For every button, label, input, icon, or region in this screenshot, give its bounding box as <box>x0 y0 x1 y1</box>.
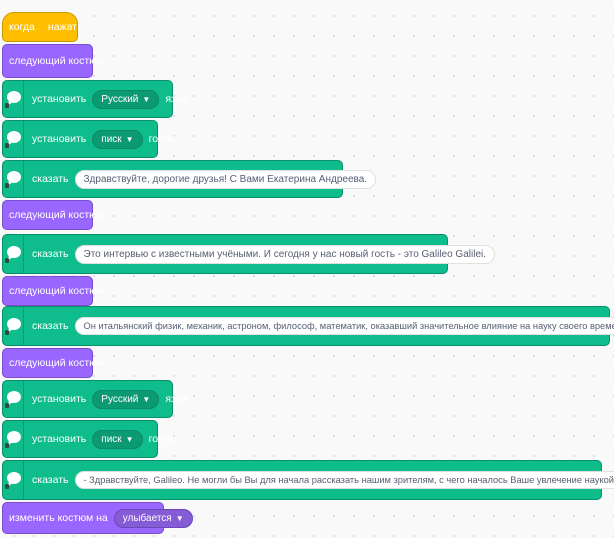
language-dropdown[interactable]: Русский▼ <box>92 89 160 109</box>
green-flag-icon <box>40 26 42 28</box>
speak-block[interactable]: сказать - Здравствуйте, Galileo. Не могл… <box>2 460 614 500</box>
next-costume-block[interactable]: следующий костюм <box>2 200 104 230</box>
next-costume-block[interactable]: следующий костюм <box>2 44 104 78</box>
switch-costume-label: изменить костюм на <box>9 511 108 524</box>
text-to-speech-icon <box>3 381 24 417</box>
speak-verb-label: сказать <box>32 172 69 185</box>
next-costume-label: следующий костюм <box>9 284 105 297</box>
set-language-block[interactable]: установить Русский▼ язык <box>2 80 188 118</box>
speak-block[interactable]: сказать Это интервью с известными учёным… <box>2 234 495 274</box>
language-suffix-label: язык <box>165 92 188 105</box>
voice-dropdown[interactable]: писк▼ <box>92 129 143 149</box>
set-language-block[interactable]: установить Русский▼ язык <box>2 380 188 418</box>
chevron-down-icon: ▼ <box>142 394 151 404</box>
set-voice-block[interactable]: установить писк▼ голос <box>2 420 175 458</box>
voice-value: писк <box>101 433 122 445</box>
speak-verb-label: сказать <box>32 319 69 332</box>
when-label: когда <box>9 20 35 33</box>
voice-suffix-label: голос <box>148 132 176 145</box>
chevron-down-icon: ▼ <box>175 513 184 523</box>
voice-suffix-label: голос <box>148 432 176 445</box>
chevron-down-icon: ▼ <box>125 434 134 444</box>
speak-text-input[interactable]: Это интервью с известными учёными. И сег… <box>74 244 495 264</box>
when-flag-clicked-block[interactable]: когда нажат <box>2 12 78 42</box>
set-voice-block[interactable]: установить писк▼ голос <box>2 120 175 158</box>
chevron-down-icon: ▼ <box>125 134 134 144</box>
language-value: Русский <box>101 393 139 405</box>
next-costume-block[interactable]: следующий костюм <box>2 276 104 306</box>
voice-dropdown[interactable]: писк▼ <box>92 429 143 449</box>
text-to-speech-icon <box>3 421 24 457</box>
text-to-speech-icon <box>3 81 24 117</box>
switch-costume-block[interactable]: изменить костюм на улыбается▼ <box>2 502 193 534</box>
next-costume-block[interactable]: следующий костюм <box>2 348 104 378</box>
next-costume-label: следующий костюм <box>9 356 105 369</box>
clicked-label: нажат <box>47 20 77 33</box>
language-suffix-label: язык <box>165 392 188 405</box>
costume-dropdown[interactable]: улыбается▼ <box>113 508 193 528</box>
speak-verb-label: сказать <box>32 473 69 486</box>
speak-verb-label: сказать <box>32 247 69 260</box>
set-verb-label: установить <box>32 92 87 105</box>
text-to-speech-icon <box>3 461 24 499</box>
speak-text-input[interactable]: Он итальянский физик, механик, астроном,… <box>74 317 614 335</box>
next-costume-label: следующий костюм <box>9 54 105 67</box>
speak-block[interactable]: сказать Здравствуйте, дорогие друзья! С … <box>2 160 377 198</box>
text-to-speech-icon <box>3 121 24 157</box>
text-to-speech-icon <box>3 307 24 345</box>
set-verb-label: установить <box>32 132 87 145</box>
set-verb-label: установить <box>32 432 87 445</box>
costume-value: улыбается <box>122 512 172 524</box>
language-value: Русский <box>101 93 139 105</box>
text-to-speech-icon <box>3 235 24 273</box>
speak-text-input[interactable]: Здравствуйте, дорогие друзья! С Вами Ека… <box>74 169 377 189</box>
next-costume-label: следующий костюм <box>9 208 105 221</box>
set-verb-label: установить <box>32 392 87 405</box>
voice-value: писк <box>101 133 122 145</box>
speak-block[interactable]: сказать Он итальянский физик, механик, а… <box>2 306 614 346</box>
text-to-speech-icon <box>3 161 24 197</box>
chevron-down-icon: ▼ <box>142 94 151 104</box>
language-dropdown[interactable]: Русский▼ <box>92 389 160 409</box>
speak-text-input[interactable]: - Здравствуйте, Galileo. Не могли бы Вы … <box>74 471 614 489</box>
